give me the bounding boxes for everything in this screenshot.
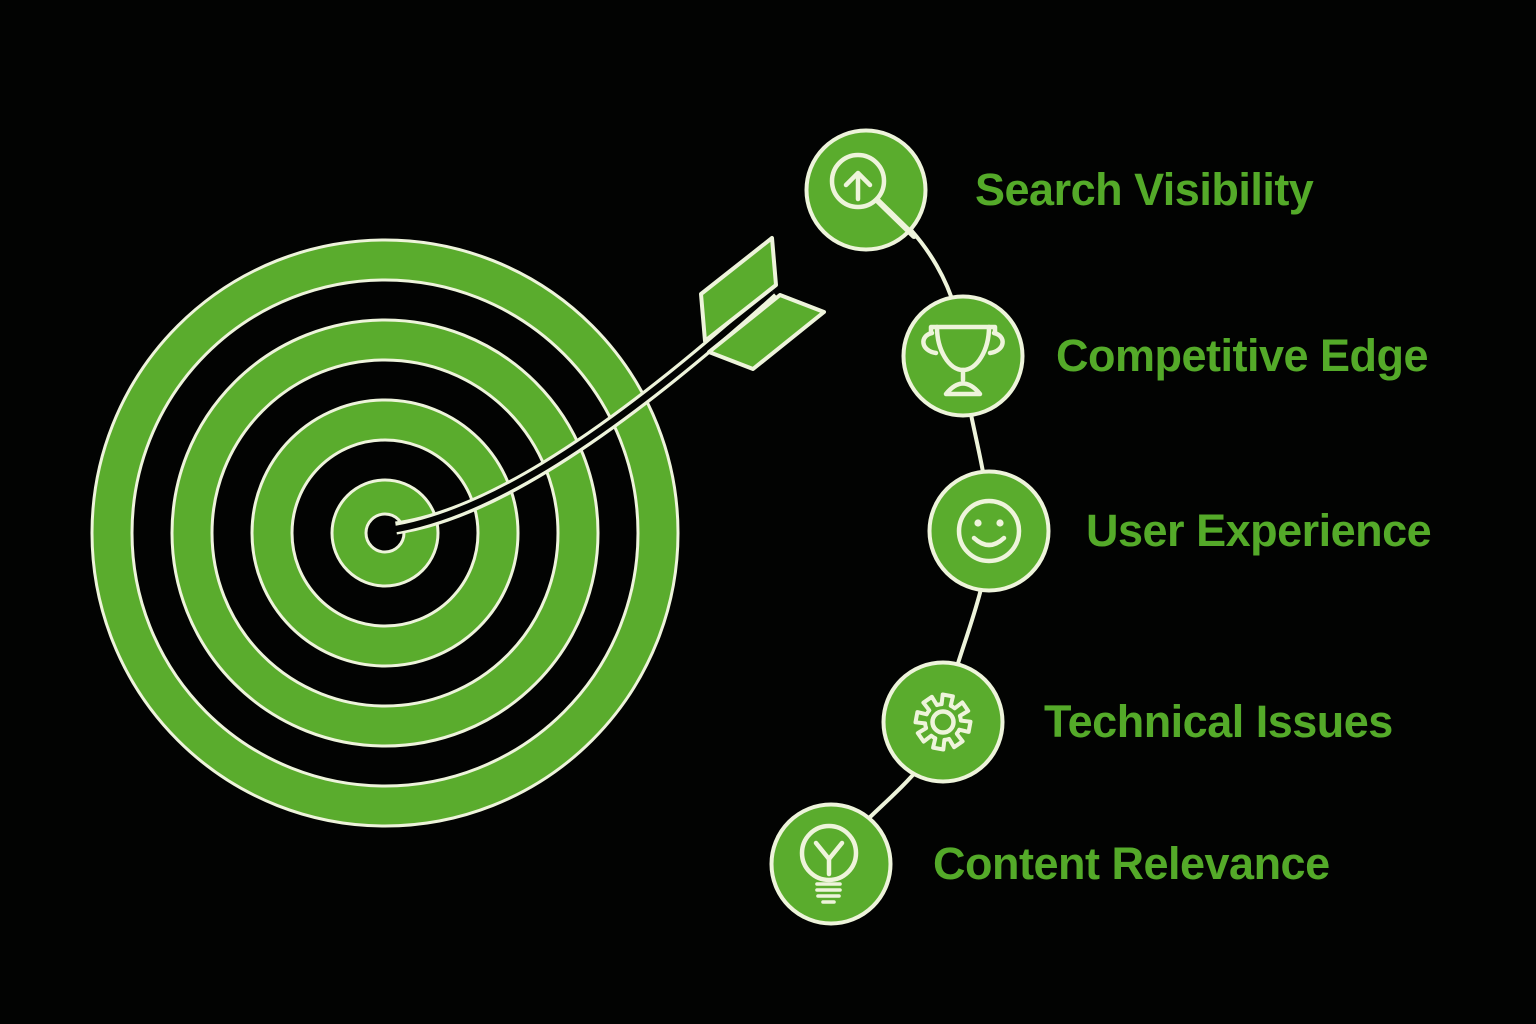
arrow-fletching-upper (699, 236, 778, 343)
node-competitive-edge (901, 294, 1025, 418)
node-technical-issues (881, 660, 1005, 784)
smiley-face-icon (927, 469, 1051, 593)
node-label: Competitive Edge (1056, 330, 1429, 381)
node-label: Search Visibility (975, 164, 1314, 215)
node-label: Technical Issues (1044, 696, 1393, 747)
node-label: User Experience (1086, 505, 1432, 556)
node-user-experience (927, 469, 1051, 593)
search-growth-icon (804, 128, 928, 252)
bullseye-target (90, 238, 680, 828)
trophy-icon (901, 294, 1025, 418)
lightbulb-icon (769, 802, 893, 926)
arrow-fletching-lower (707, 293, 826, 371)
node-search-visibility (804, 128, 928, 252)
node-label: Content Relevance (933, 838, 1330, 889)
arrow-shaft (389, 288, 775, 534)
node-content-relevance (769, 802, 893, 926)
arrow (389, 236, 826, 535)
gear-icon (881, 660, 1005, 784)
